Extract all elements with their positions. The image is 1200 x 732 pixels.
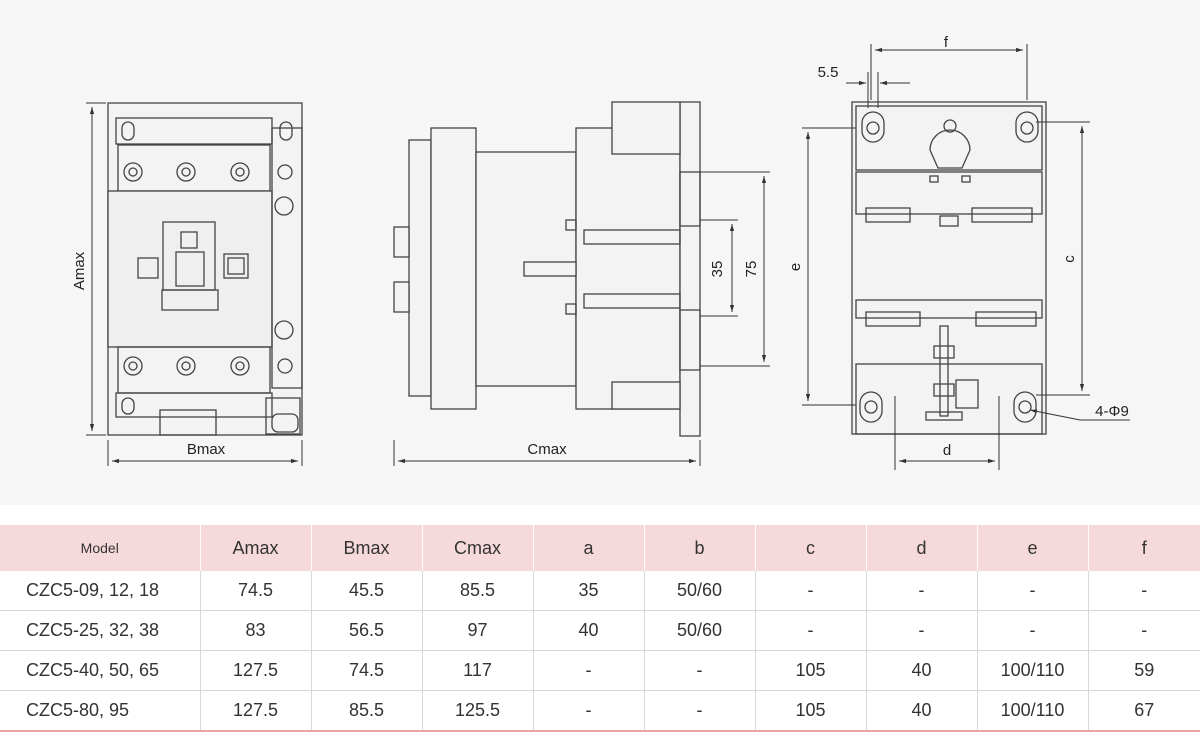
table-cell: 105 xyxy=(755,690,867,732)
dim-c-label: c xyxy=(1061,255,1078,263)
table-cell: 85.5 xyxy=(422,571,534,611)
header-b: b xyxy=(644,525,756,571)
table-cell: 97 xyxy=(422,610,534,651)
cmax-label: Cmax xyxy=(527,441,567,458)
table-cell: 125.5 xyxy=(422,690,534,732)
dim-d-label: d xyxy=(943,442,951,459)
table-cell: - xyxy=(533,690,645,732)
table-cell: 56.5 xyxy=(311,610,423,651)
table-cell: - xyxy=(533,650,645,691)
header-c: c xyxy=(755,525,867,571)
rear-dimensions xyxy=(802,44,1130,470)
table-cell: - xyxy=(755,610,867,651)
holes-label: 4-Φ9 xyxy=(1095,403,1129,420)
table-cell: 100/110 xyxy=(977,650,1089,691)
table-row: CZC5-40, 50, 65 127.5 74.5 117 - - 105 4… xyxy=(0,650,1200,691)
amax-label: Amax xyxy=(71,251,88,290)
dim-75-label: 75 xyxy=(743,261,760,278)
table-cell: CZC5-09, 12, 18 xyxy=(0,571,201,611)
dim-e-label: e xyxy=(787,263,804,271)
side-dimensions xyxy=(393,171,770,466)
table-cell: 40 xyxy=(533,610,645,651)
dimension-drawing: Amax Bmax xyxy=(71,34,1130,470)
table-cell: 100/110 xyxy=(977,690,1089,732)
table-cell: 35 xyxy=(533,571,645,611)
front-dimensions xyxy=(86,102,303,466)
table-cell: - xyxy=(977,610,1089,651)
table-cell: - xyxy=(755,571,867,611)
side-view xyxy=(393,101,701,437)
header-bmax: Bmax xyxy=(311,525,423,571)
table-cell: 67 xyxy=(1088,690,1200,732)
table-cell: CZC5-25, 32, 38 xyxy=(0,610,201,651)
table-row: CZC5-09, 12, 18 74.5 45.5 85.5 35 50/60 … xyxy=(0,571,1200,611)
dim-5-5-label: 5.5 xyxy=(818,64,839,81)
front-view xyxy=(107,102,303,436)
rear-view xyxy=(851,101,1047,435)
header-e: e xyxy=(977,525,1089,571)
table-cell: 83 xyxy=(200,610,312,651)
table-cell: 105 xyxy=(755,650,867,691)
table-cell: - xyxy=(977,571,1089,611)
header-f: f xyxy=(1088,525,1200,571)
header-cmax: Cmax xyxy=(422,525,534,571)
table-cell: 45.5 xyxy=(311,571,423,611)
table-cell: - xyxy=(866,610,978,651)
dim-35-label: 35 xyxy=(709,261,726,278)
table-cell: 127.5 xyxy=(200,650,312,691)
table-header-row: Model Amax Bmax Cmax a b c d e f xyxy=(0,525,1200,571)
table-cell: 59 xyxy=(1088,650,1200,691)
table-row: CZC5-80, 95 127.5 85.5 125.5 - - 105 40 … xyxy=(0,690,1200,732)
table-cell: 74.5 xyxy=(200,571,312,611)
table-cell: - xyxy=(1088,610,1200,651)
header-a: a xyxy=(533,525,645,571)
table-cell: 127.5 xyxy=(200,690,312,732)
bmax-label: Bmax xyxy=(187,441,226,458)
table-row: CZC5-25, 32, 38 83 56.5 97 40 50/60 - - … xyxy=(0,610,1200,651)
header-d: d xyxy=(866,525,978,571)
table-cell: 74.5 xyxy=(311,650,423,691)
table-cell: CZC5-80, 95 xyxy=(0,690,201,732)
header-model: Model xyxy=(0,525,201,571)
table-cell: 50/60 xyxy=(644,571,756,611)
dim-f-label: f xyxy=(944,34,949,51)
drawing-svg: Amax Bmax xyxy=(71,34,1130,470)
table-cell: - xyxy=(644,650,756,691)
table-cell: CZC5-40, 50, 65 xyxy=(0,650,201,691)
spec-table: Model Amax Bmax Cmax a b c d e f CZC5-09… xyxy=(0,525,1200,732)
table-cell: 40 xyxy=(866,650,978,691)
table-cell: 40 xyxy=(866,690,978,732)
table-cell: - xyxy=(1088,571,1200,611)
table-cell: 85.5 xyxy=(311,690,423,732)
table-cell: - xyxy=(866,571,978,611)
header-amax: Amax xyxy=(200,525,312,571)
table-cell: 117 xyxy=(422,650,534,691)
table-cell: 50/60 xyxy=(644,610,756,651)
table-cell: - xyxy=(644,690,756,732)
